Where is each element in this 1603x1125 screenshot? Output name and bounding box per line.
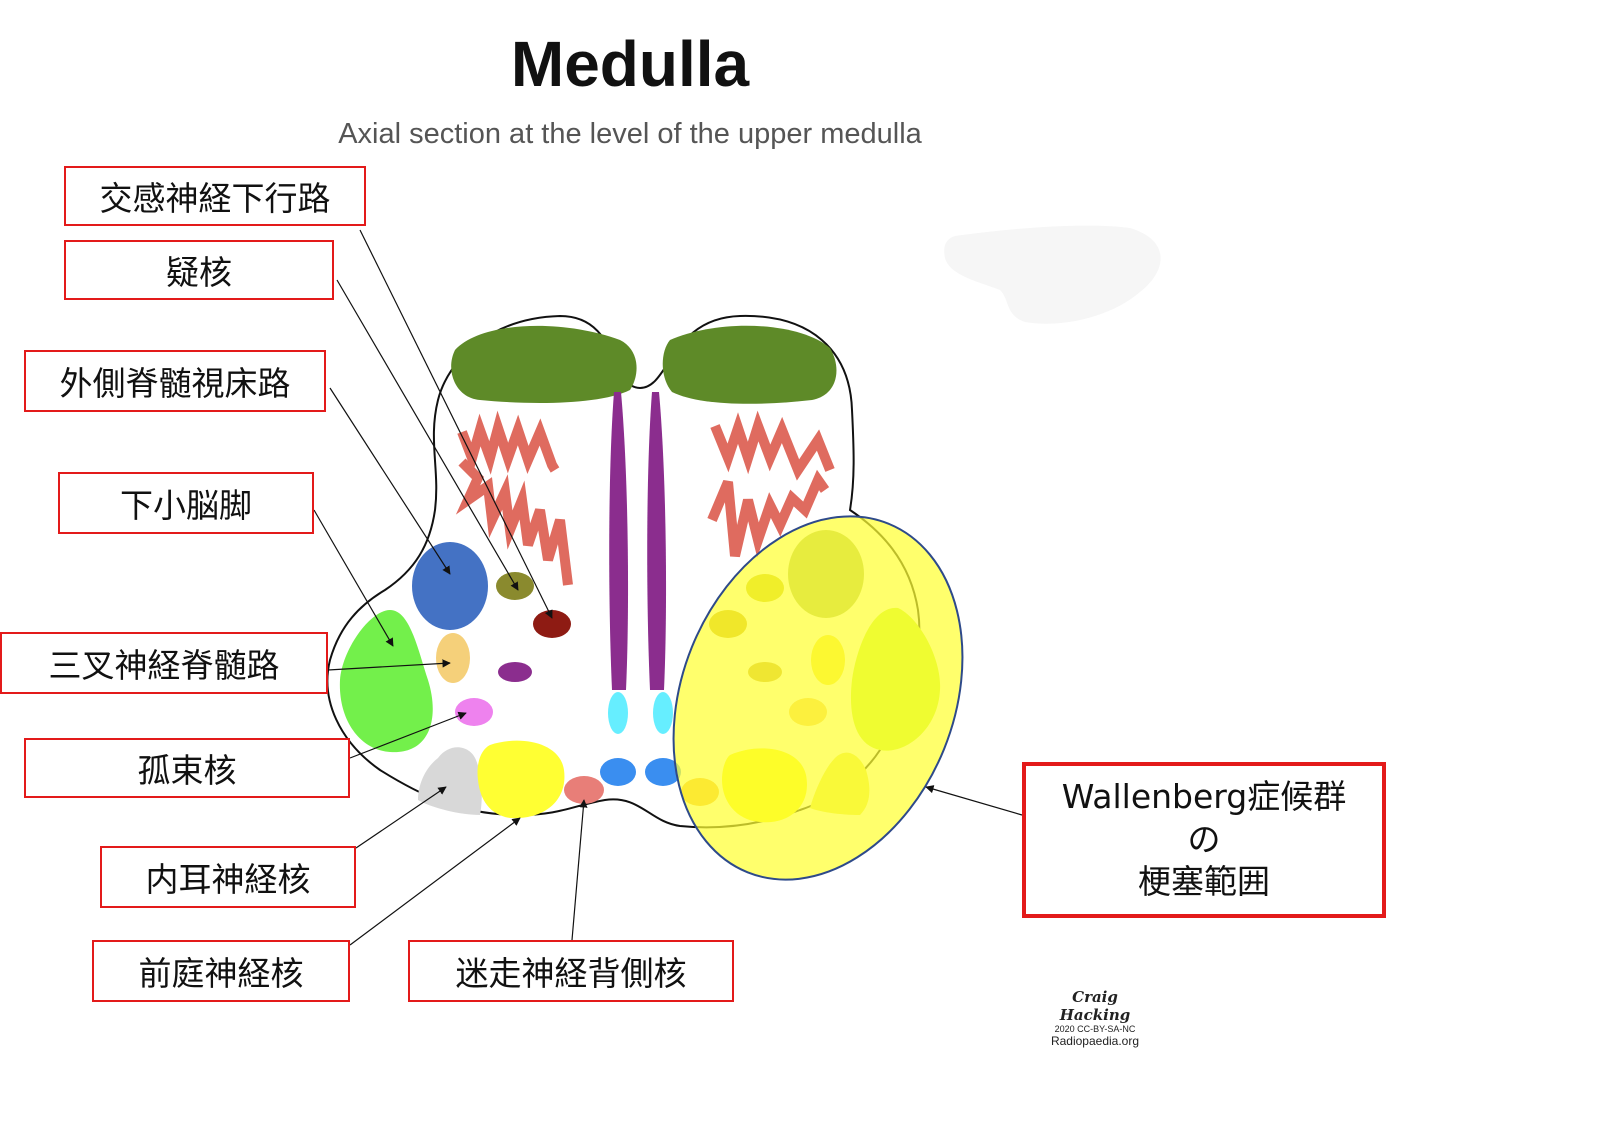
leader-wallenberg xyxy=(925,785,1023,816)
vestibular-nucleus xyxy=(477,740,565,819)
left-olive-upper xyxy=(457,410,560,475)
leader-icp xyxy=(313,509,394,647)
vagus-dorsal-nucleus xyxy=(564,776,604,804)
leader-trigeminal xyxy=(327,659,451,671)
page-title: Medulla xyxy=(510,28,750,100)
label-trigeminal: 三叉神経脊髄路 xyxy=(0,632,328,694)
sympathetic-tract xyxy=(533,610,571,638)
credit-site: Radiopaedia.org xyxy=(1050,1034,1140,1048)
label-cochlear: 内耳神経核 xyxy=(100,846,356,908)
page-subtitle: Axial section at the level of the upper … xyxy=(338,118,922,150)
leader-vagus xyxy=(571,799,588,941)
leader-ambiguus xyxy=(336,279,519,591)
leader-solitary xyxy=(349,711,467,759)
trigeminal-spinal-tract xyxy=(436,633,470,683)
leader-sympathetic xyxy=(359,229,553,619)
background-smudge xyxy=(944,225,1161,324)
right-hypoglossal-nucleus xyxy=(645,758,681,786)
label-ambiguus: 疑核 xyxy=(64,240,334,300)
wallenberg-line1: Wallenberg症候群 xyxy=(1061,776,1347,816)
wallenberg-line3: 梗塞範囲 xyxy=(1138,862,1270,902)
label-solitary: 孤束核 xyxy=(24,738,350,798)
leader-vestibular xyxy=(349,817,521,946)
credit: Craig Hacking 2020 CC-BY-SA-NC Radiopaed… xyxy=(1040,988,1150,1048)
spinothalamic-tract xyxy=(412,542,488,630)
right-medial-lemniscus xyxy=(647,392,667,690)
label-vestibular: 前庭神経核 xyxy=(92,940,350,1002)
left-olive-lower xyxy=(455,458,573,586)
left-medial-lemniscus xyxy=(609,392,629,690)
right-olive-lower xyxy=(707,469,830,558)
leader-cochlear xyxy=(355,786,447,849)
leader-spinothalamic xyxy=(329,387,451,575)
left-pyramid xyxy=(451,325,637,403)
label-spinothalamic: 外側脊髄視床路 xyxy=(24,350,326,412)
solitary-nucleus xyxy=(455,698,493,726)
right-olive-upper xyxy=(710,410,835,481)
left-hypoglossal-nucleus xyxy=(600,758,636,786)
label-wallenberg: Wallenberg症候群 の 梗塞範囲 xyxy=(1022,762,1386,918)
wallenberg-line2: の xyxy=(1187,819,1221,859)
cochlear-nucleus xyxy=(418,747,482,815)
label-vagus: 迷走神経背側核 xyxy=(408,940,734,1002)
wallenberg-infarct-area xyxy=(672,515,964,881)
label-icp: 下小脳脚 xyxy=(58,472,314,534)
left-mlf xyxy=(608,692,628,734)
right-pyramid xyxy=(662,325,837,404)
label-sympathetic: 交感神経下行路 xyxy=(64,166,366,226)
right-mlf xyxy=(653,692,673,734)
credit-author: Craig Hacking xyxy=(1059,988,1131,1024)
unlabeled-nucleus-purple xyxy=(498,662,532,682)
credit-license: 2020 CC-BY-SA-NC xyxy=(1054,1024,1136,1034)
inferior-cerebellar-peduncle xyxy=(339,610,433,753)
